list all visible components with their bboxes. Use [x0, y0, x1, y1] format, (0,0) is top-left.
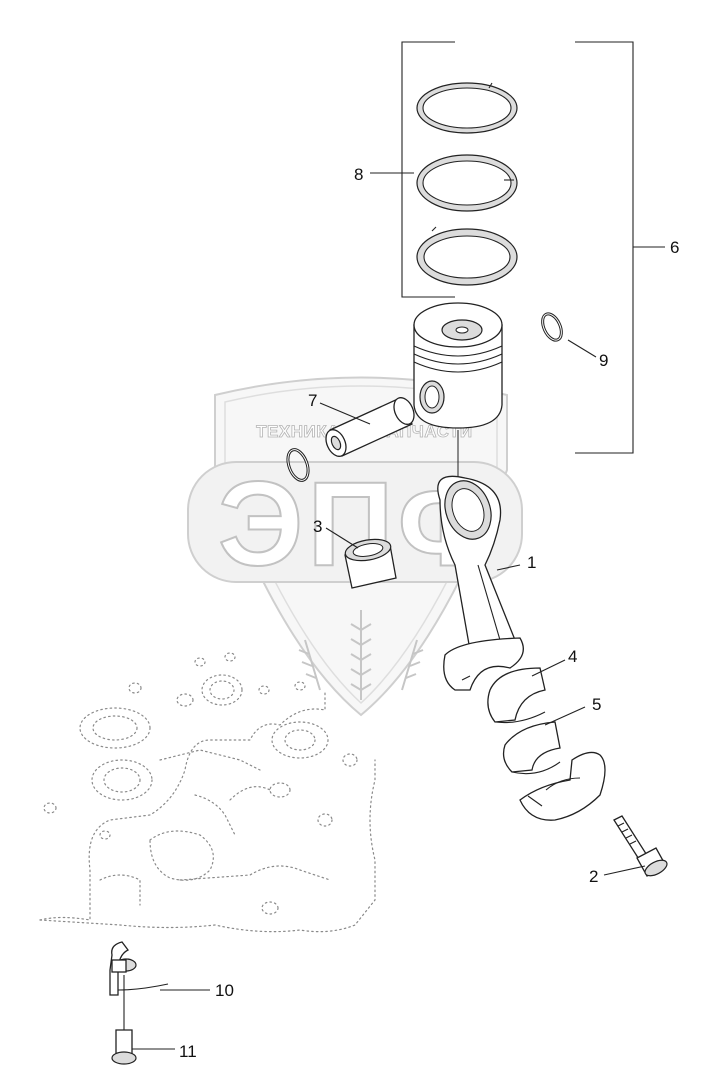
bearing-shell-4 — [487, 667, 546, 724]
callout-5: 5 — [592, 695, 601, 714]
piston-ring-oil — [416, 226, 518, 286]
callout-6: 6 — [670, 238, 679, 257]
callout-8: 8 — [354, 165, 363, 184]
bracket-6 — [401, 41, 665, 454]
circlip-9 — [541, 312, 563, 342]
callout-labels: 1 2 3 4 5 6 7 8 9 10 11 — [179, 165, 679, 1061]
circlip-left — [286, 448, 310, 482]
piston-ring-top — [416, 82, 518, 134]
bolt-2 — [613, 815, 668, 877]
cooling-nozzle-10 — [109, 941, 169, 996]
callout-7: 7 — [308, 391, 317, 410]
engine-block-outline — [39, 652, 376, 933]
piston-rings — [416, 82, 518, 286]
callout-2: 2 — [589, 867, 598, 886]
callout-11: 11 — [179, 1042, 197, 1061]
leader-lines — [132, 172, 646, 1050]
connecting-rod-1 — [437, 475, 524, 691]
callout-3: 3 — [313, 517, 322, 536]
watermark-text-left: ТЕХНИКА — [256, 422, 340, 441]
piston-ring-middle — [416, 154, 518, 212]
bushing-3 — [344, 538, 397, 589]
piston-pin-7 — [325, 397, 415, 457]
piston — [413, 302, 503, 429]
wheat-icon — [298, 610, 424, 700]
rod-cap — [519, 751, 606, 821]
callout-4: 4 — [568, 647, 577, 666]
bearing-shell-5 — [502, 721, 561, 775]
callout-9: 9 — [599, 351, 608, 370]
bolt-11 — [111, 975, 137, 1065]
callout-10: 10 — [215, 981, 234, 1000]
callout-1: 1 — [527, 553, 536, 572]
